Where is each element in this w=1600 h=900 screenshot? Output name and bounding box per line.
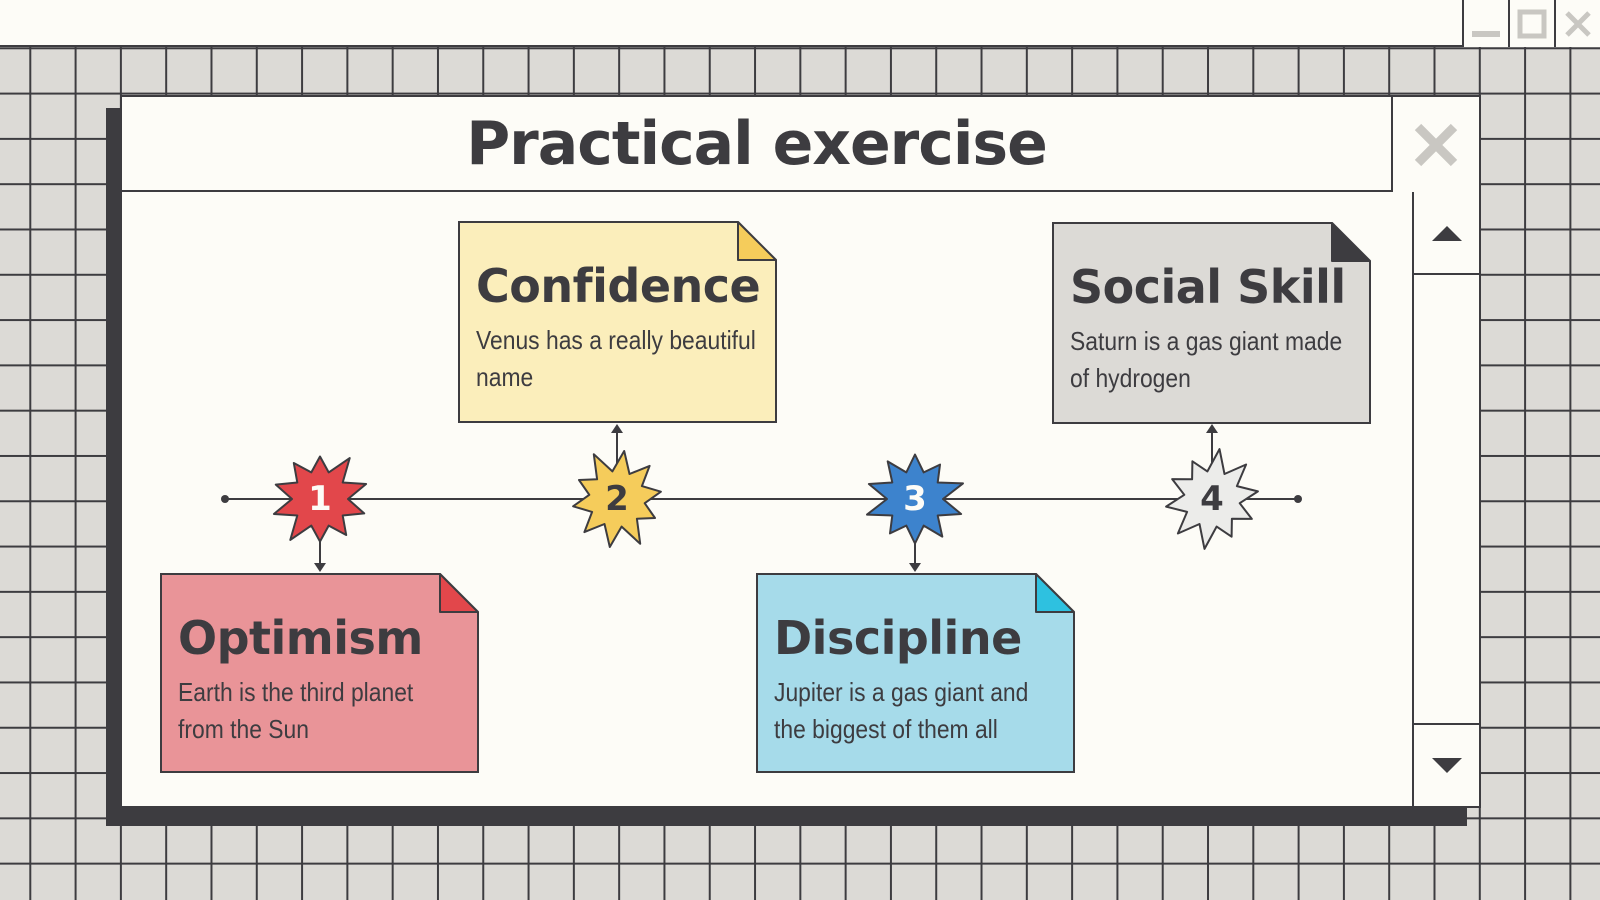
- card-optimism: Optimism Earth is the third planet from …: [160, 573, 479, 773]
- card-heading: Social Skill: [1070, 260, 1346, 314]
- step-star-3: [866, 453, 964, 545]
- card-social-skill: Social Skill Saturn is a gas giant made …: [1052, 222, 1371, 424]
- step-number-2: 2: [605, 479, 629, 519]
- step-number-4: 4: [1200, 479, 1224, 519]
- card-discipline: Discipline Jupiter is a gas giant and th…: [756, 573, 1075, 773]
- close-icon: [1565, 10, 1591, 37]
- triangle-down-icon: [1431, 757, 1462, 773]
- scroll-up-button[interactable]: [1414, 192, 1479, 275]
- card-background: [458, 221, 777, 423]
- card-description: Jupiter is a gas giant and the biggest o…: [774, 677, 1029, 744]
- maximize-icon: [1517, 9, 1547, 38]
- step-star-4: [1165, 448, 1259, 550]
- timeline-start-dot: [221, 495, 229, 503]
- outer-title-bar: [0, 0, 1600, 47]
- card-background: [1052, 222, 1371, 424]
- step-star-1: [272, 455, 368, 543]
- connector-2: [611, 424, 623, 466]
- card-background: [160, 573, 479, 773]
- step-number-3: 3: [903, 479, 927, 519]
- maximize-button[interactable]: [1508, 0, 1554, 47]
- minimize-icon: [1472, 30, 1500, 37]
- card-heading: Optimism: [178, 611, 423, 665]
- timeline-end-dot: [1294, 495, 1302, 503]
- card-background: [756, 573, 1075, 773]
- window-title-bar: Practical exercise: [122, 97, 1391, 192]
- page-title: Practical exercise: [466, 108, 1048, 179]
- vertical-scrollbar[interactable]: [1412, 192, 1479, 806]
- card-heading: Discipline: [774, 611, 1022, 665]
- connector-4: [1206, 424, 1218, 466]
- outer-window-controls: [1462, 0, 1600, 47]
- card-description: Saturn is a gas giant made of hydrogen: [1070, 326, 1343, 393]
- scroll-down-button[interactable]: [1414, 723, 1479, 806]
- triangle-up-icon: [1431, 225, 1462, 241]
- card-heading: Confidence: [476, 259, 761, 313]
- outer-close-button[interactable]: [1554, 0, 1600, 47]
- step-star-2: [572, 450, 662, 548]
- card-description: Earth is the third planet from the Sun: [178, 677, 414, 744]
- step-number-1: 1: [308, 479, 332, 519]
- minimize-button[interactable]: [1462, 0, 1508, 47]
- card-confidence: Confidence Venus has a really beautiful …: [458, 221, 777, 423]
- card-description: Venus has a really beautiful name: [476, 325, 756, 392]
- window-close-button[interactable]: [1391, 97, 1479, 192]
- close-icon: [1414, 123, 1458, 166]
